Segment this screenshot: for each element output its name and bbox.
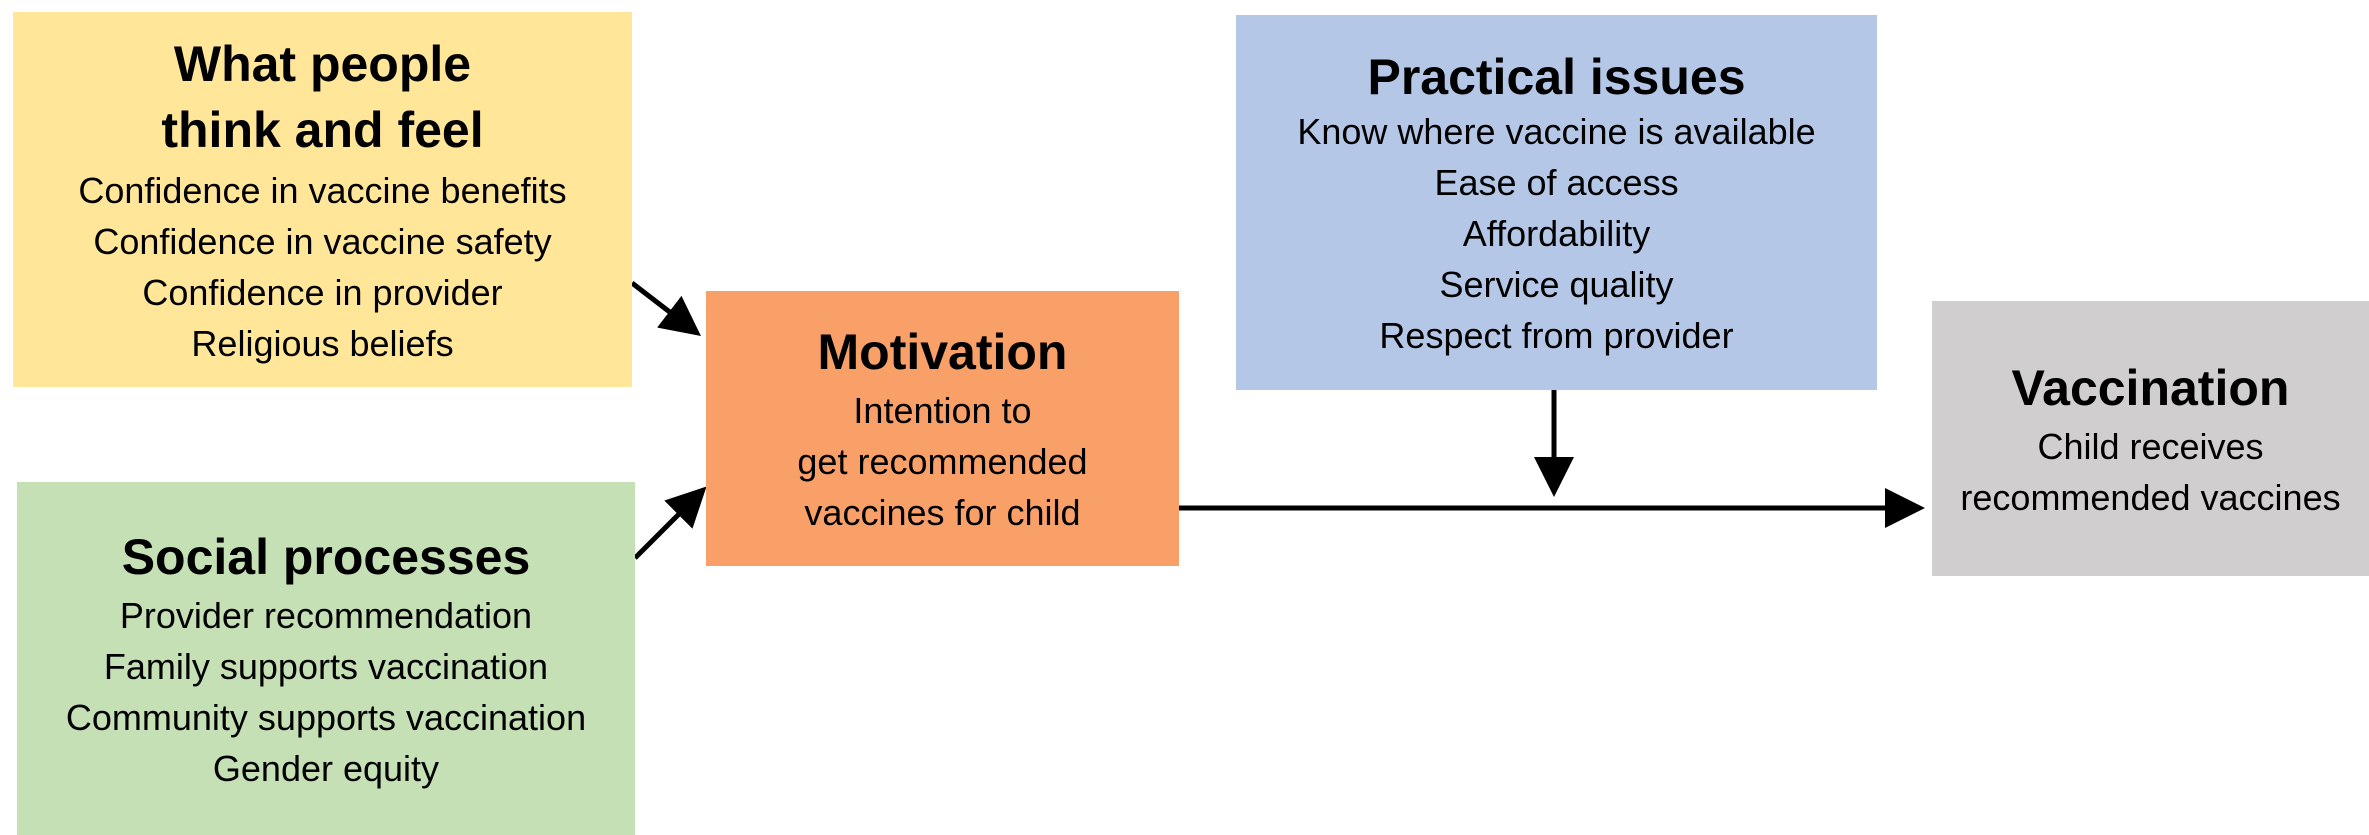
practical-issues-box: Practical issues Know where vaccine is a… xyxy=(1236,15,1877,390)
think-and-feel-title: What people think and feel xyxy=(161,35,484,158)
practical-issues-item: Affordability xyxy=(1462,213,1651,254)
social-processes-item: Family supports vaccination xyxy=(103,645,549,687)
think-and-feel-box: What people think and feel Confidence in… xyxy=(13,12,632,387)
think-and-feel-list: Confidence in vaccine benefits Confidenc… xyxy=(78,165,566,369)
motivation-item: get recommended xyxy=(797,441,1088,482)
vaccination-box: Vaccination Child receives recommended v… xyxy=(1932,301,2369,576)
social-processes-list: Provider recommendation Family supports … xyxy=(66,590,586,794)
practical-issues-item: Service quality xyxy=(1439,264,1674,305)
social-processes-item: Community supports vaccination xyxy=(65,696,587,738)
motivation-title: Motivation xyxy=(817,324,1068,380)
vaccination-title: Vaccination xyxy=(2011,359,2290,416)
practical-issues-title: Practical issues xyxy=(1367,49,1746,105)
arrow-social-to-motivation xyxy=(633,486,707,560)
practical-issues-list: Know where vaccine is available Ease of … xyxy=(1297,106,1815,361)
vaccination-list: Child receives recommended vaccines xyxy=(1960,421,2340,523)
vaccination-item: recommended vaccines xyxy=(1960,476,2341,518)
motivation-item: Intention to xyxy=(853,390,1032,431)
vaccination-item: Child receives xyxy=(2037,425,2264,467)
think-and-feel-item: Religious beliefs xyxy=(191,322,454,364)
social-processes-title: Social processes xyxy=(121,528,531,585)
motivation-box: Motivation Intention to get recommended … xyxy=(706,291,1179,566)
practical-issues-item: Respect from provider xyxy=(1379,315,1734,356)
social-processes-box: Social processes Provider recommendation… xyxy=(17,482,635,835)
social-processes-item: Gender equity xyxy=(212,747,440,789)
practical-issues-item: Know where vaccine is available xyxy=(1297,111,1816,152)
think-and-feel-item: Confidence in vaccine safety xyxy=(93,220,552,262)
motivation-item: vaccines for child xyxy=(804,492,1081,533)
social-processes-item: Provider recommendation xyxy=(119,594,533,636)
think-and-feel-item: Confidence in vaccine benefits xyxy=(78,169,567,211)
think-and-feel-item: Confidence in provider xyxy=(142,271,503,313)
arrow-think-to-motivation xyxy=(630,281,701,337)
practical-issues-item: Ease of access xyxy=(1434,162,1679,203)
motivation-list: Intention to get recommended vaccines fo… xyxy=(797,385,1087,538)
